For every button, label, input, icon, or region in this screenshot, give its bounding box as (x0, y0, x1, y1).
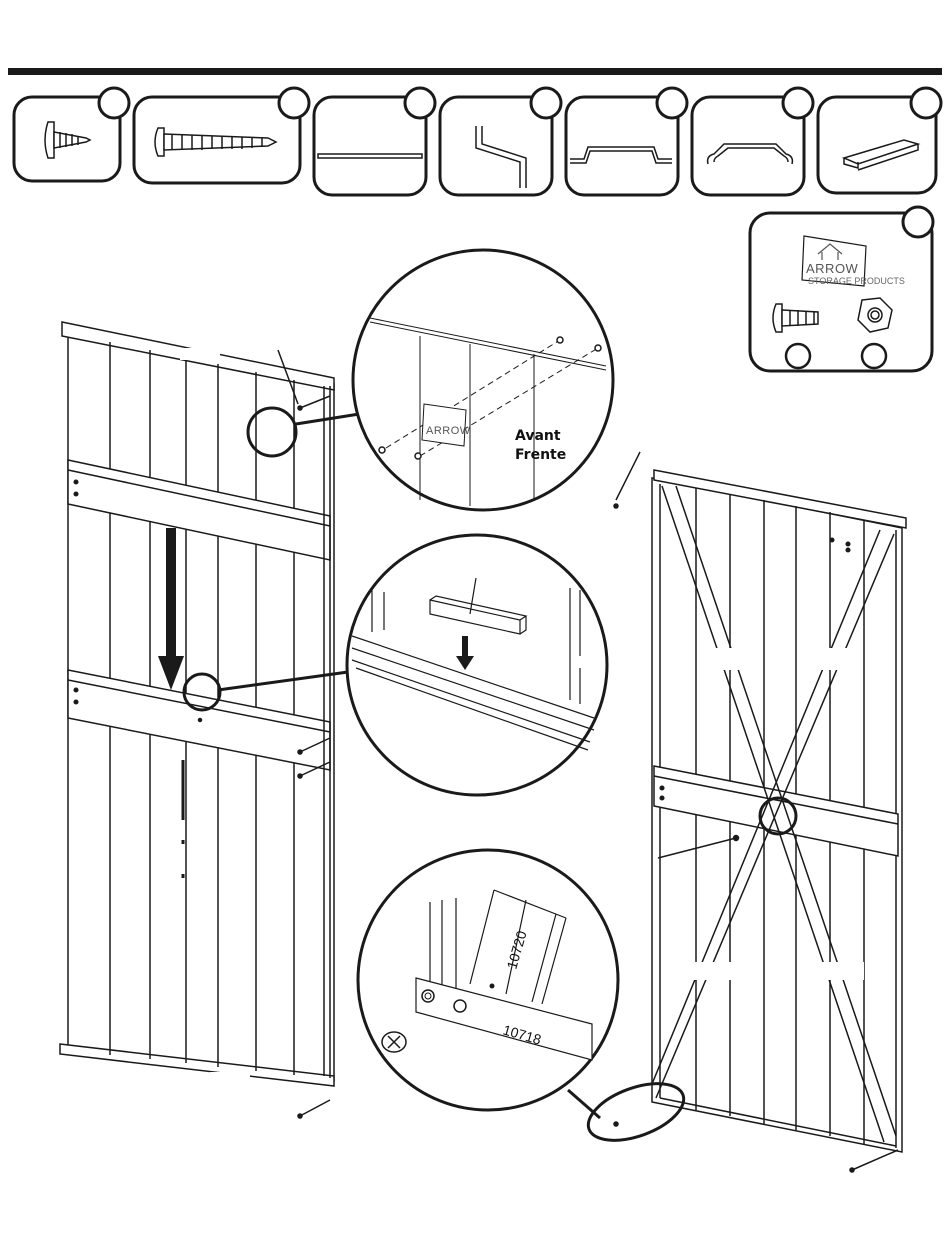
part-box-curved-channel (692, 88, 813, 195)
screw-icon (382, 1032, 406, 1052)
part-box-flat-bar (314, 88, 435, 195)
detail-brace-attachment: 10720 10718 (358, 850, 618, 1110)
detail-logo-mounting: ARROW Avant Frente (353, 250, 613, 510)
front-label-es: Frente (515, 447, 566, 463)
header-rule (8, 68, 942, 75)
logo-kit-box: ARROW STORAGE PRODUCTS (750, 207, 933, 371)
detail-logo-brand: ARROW (426, 425, 471, 437)
part-box-hat-channel (566, 88, 687, 195)
logo-brand-text: ARROW (806, 261, 859, 276)
part-box-short-screw (14, 88, 129, 181)
part-box-long-screw (134, 88, 309, 183)
front-label-fr: Avant (515, 428, 561, 444)
part-box-z-bracket (440, 88, 561, 195)
detail-block-placement (347, 535, 607, 795)
parts-row (14, 88, 941, 195)
part-box-spacer-block (818, 88, 941, 193)
logo-tagline-text: STORAGE PRODUCTS (808, 276, 905, 286)
